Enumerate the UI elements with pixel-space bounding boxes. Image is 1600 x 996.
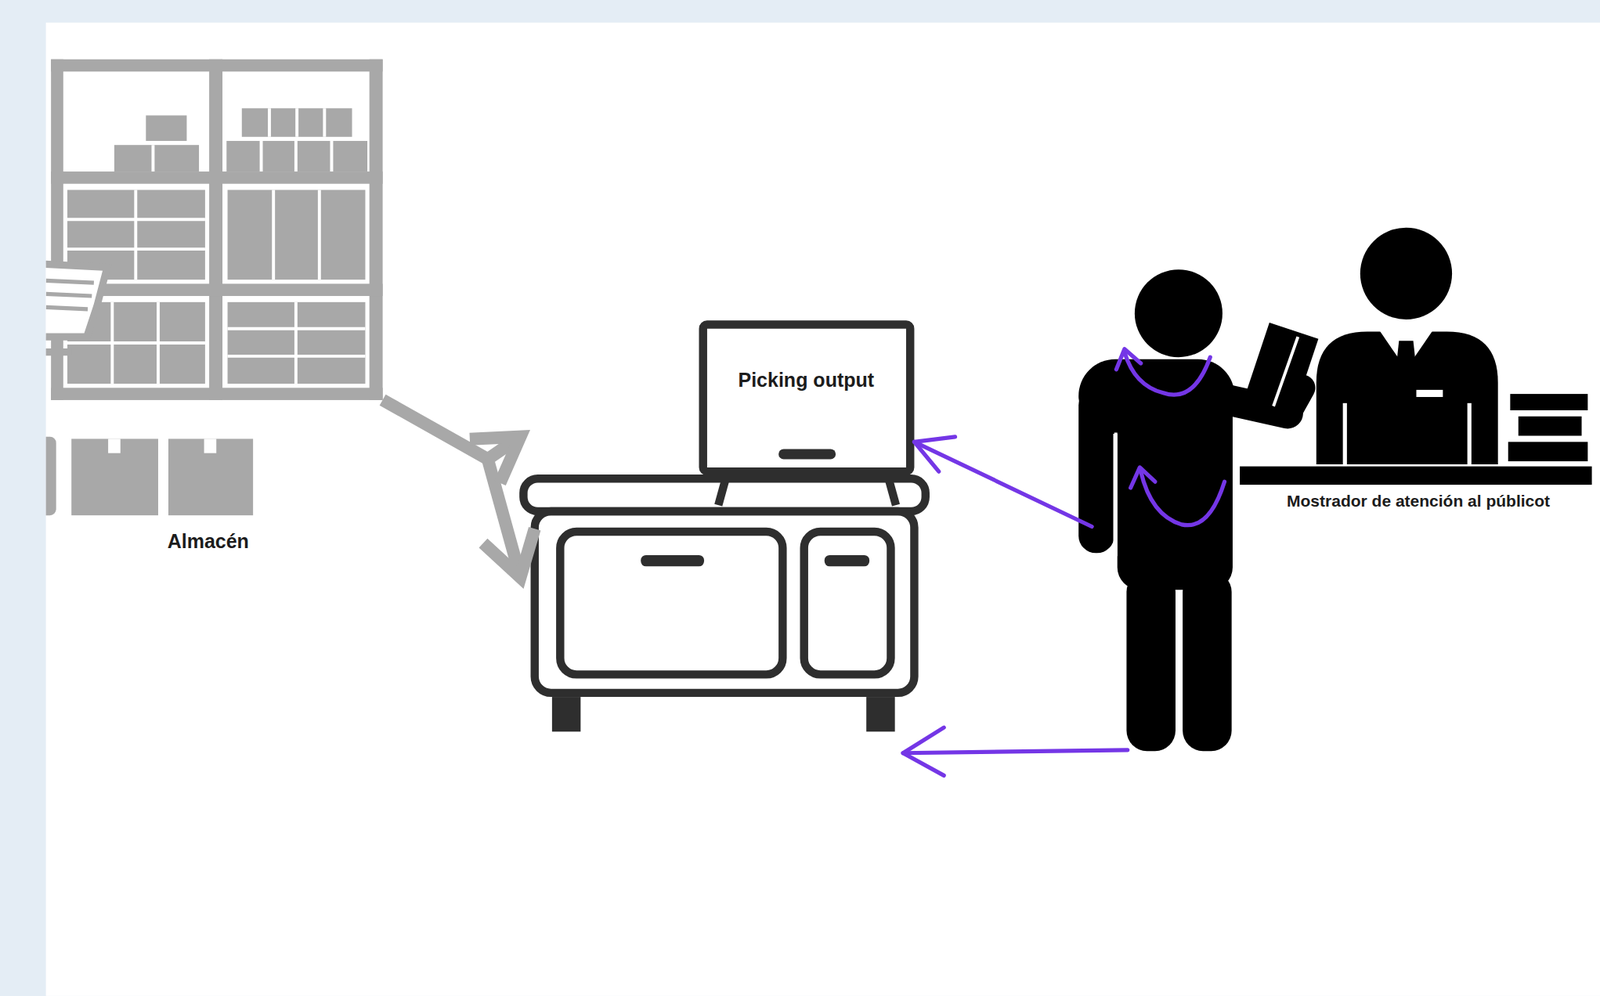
- counter-desk: [1239, 393, 1593, 485]
- movement-arrows: [902, 349, 1225, 777]
- flow-line: [487, 458, 521, 578]
- flow-line: [382, 400, 521, 460]
- flow-arrow: [382, 400, 535, 578]
- warehouse-node: Almacén: [46, 59, 383, 557]
- node-label: Mostrador de atención al públicot: [1286, 491, 1550, 511]
- arrow-head: [469, 437, 521, 484]
- warehouse-shelf: [46, 59, 383, 516]
- counter-node: Mostrador de atención al públicot: [1239, 465, 1593, 514]
- node-label: Almacén: [167, 529, 250, 553]
- clerk-figure: [1316, 227, 1499, 465]
- node-label: Picking output: [737, 368, 875, 391]
- picking-machine-node: Picking output: [520, 319, 929, 734]
- picking-machine: [523, 325, 925, 733]
- panel: [46, 22, 1600, 996]
- customer-figure: [1078, 269, 1319, 752]
- arrow-head: [483, 528, 535, 578]
